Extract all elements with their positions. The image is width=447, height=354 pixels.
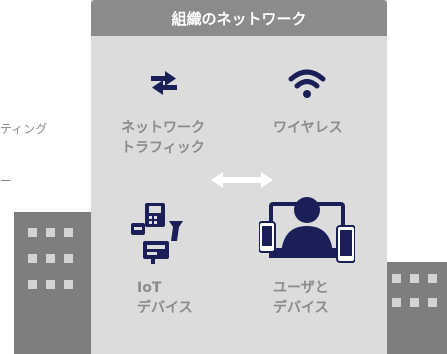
building-window [46, 280, 55, 289]
double-arrow-icon [211, 172, 273, 188]
building-window [392, 298, 401, 307]
building-window [46, 228, 55, 237]
building-window [410, 298, 419, 307]
traffic-arrows-icon [151, 71, 177, 95]
building-window [410, 274, 419, 283]
building-window [28, 254, 37, 263]
building-window [28, 280, 37, 289]
wifi-icon [288, 69, 326, 98]
user-devices-icon [259, 197, 355, 263]
cutoff-text-1: ティング [0, 122, 48, 136]
organization-network-panel: 組織のネットワーク ネットワーク トラフィック ワイヤレス [91, 0, 387, 354]
item-label-wireless: ワイヤレス [273, 120, 343, 136]
building-window [64, 280, 73, 289]
building-window [64, 254, 73, 263]
building-window [64, 228, 73, 237]
cutoff-text-2: ー [0, 174, 13, 188]
item-label-iot-devices: IoT デバイス [137, 280, 193, 316]
panel-title: 組織のネットワーク [91, 0, 387, 36]
building-window [46, 254, 55, 263]
building-window [392, 274, 401, 283]
building-window [428, 298, 437, 307]
building-left [14, 212, 104, 354]
building-window [428, 274, 437, 283]
building-window [28, 228, 37, 237]
item-label-network-traffic: ネットワーク トラフィック [121, 120, 205, 156]
iot-devices-icon [131, 203, 183, 264]
item-label-user-devices: ユーザと デバイス [273, 280, 329, 316]
